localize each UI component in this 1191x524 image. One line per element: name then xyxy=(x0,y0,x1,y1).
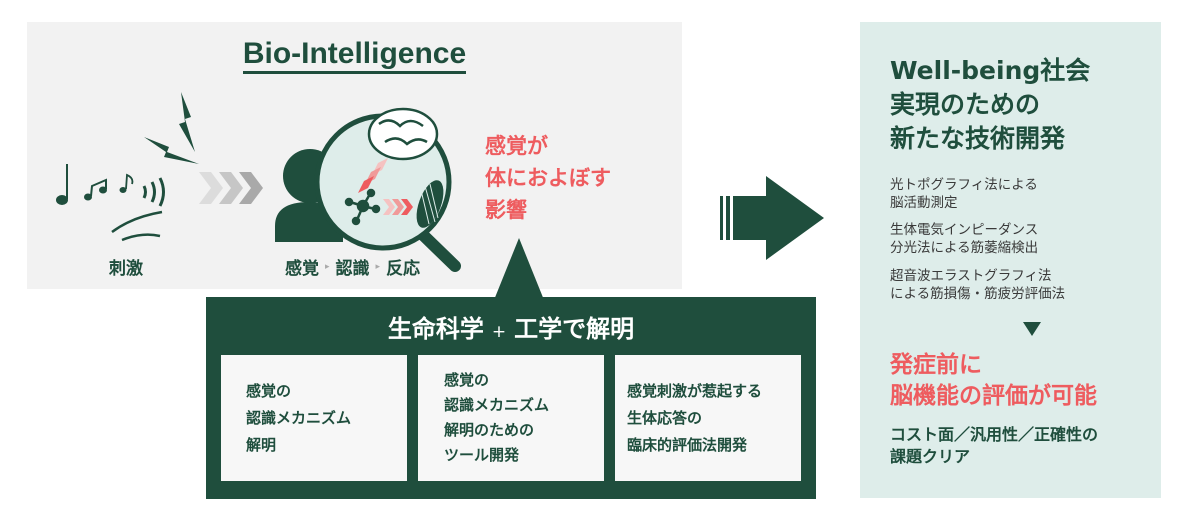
card-line: 感覚刺激が惹起する xyxy=(627,381,763,400)
music-notes-icon xyxy=(56,164,134,205)
card-mechanism: 感覚の 認識メカニズム 解明 xyxy=(221,355,407,481)
effect-line: 感覚が xyxy=(485,134,548,158)
method-item: 光トポグラフィ法による 脳活動測定 xyxy=(890,176,1038,212)
brain-icon xyxy=(367,107,439,161)
method-line: 分光法による筋萎縮検出 xyxy=(890,240,1039,256)
callout-box: 生命科学 + 工学で解明 感覚の 認識メカニズム 解明 感覚の 認識メカニズム 解明… xyxy=(206,297,816,499)
stimulus-label: 刺激 xyxy=(109,259,143,279)
card-line: 解明 xyxy=(246,435,277,454)
title-part: 生命科学 xyxy=(387,315,484,343)
card-line: ツール開発 xyxy=(444,446,520,464)
effect-text: 感覚が 体におよぼす 影響 xyxy=(485,130,611,226)
card-line: 認識メカニズム xyxy=(444,396,550,414)
card-line: 感覚の xyxy=(246,381,292,400)
card-line: 解明のための xyxy=(444,421,535,439)
panel-title: Bio-Intelligence xyxy=(27,36,682,74)
method-item: 超音波エラストグラフィ法 による筋損傷・筋疲労評価法 xyxy=(890,267,1065,303)
stimulus-icon-group xyxy=(56,164,165,242)
magnifier-illustration xyxy=(275,107,461,272)
result-line: 脳機能の評価が可能 xyxy=(890,383,1097,409)
chevron-arrows-icon xyxy=(199,172,263,204)
arrow-right-icon xyxy=(720,176,824,260)
separator-icon: ▸ xyxy=(375,261,381,272)
method-line: 生体電気インピーダンス xyxy=(890,222,1039,238)
clear-line: 課題クリア xyxy=(890,447,971,466)
callout-title: 生命科学 + 工学で解明 xyxy=(206,309,816,344)
clear-text: コスト面／汎用性／正確性の 課題クリア xyxy=(890,424,1098,468)
method-line: 超音波エラストグラフィ法 xyxy=(890,268,1052,284)
effect-line: 影響 xyxy=(485,198,527,222)
process-step-respond: 反応 xyxy=(386,259,421,279)
wellbeing-panel: Well-being社会 実現のための 新たな技術開発 光トポグラフィ法による … xyxy=(860,22,1161,498)
result-line: 発症前に xyxy=(890,352,982,378)
method-line: による筋損傷・筋疲労評価法 xyxy=(890,286,1066,302)
result-text: 発症前に 脳機能の評価が可能 xyxy=(890,350,1097,412)
title-line: 新たな技術開発 xyxy=(890,124,1066,153)
right-chevrons-icon xyxy=(383,199,413,215)
right-panel-title: Well-being社会 実現のための 新たな技術開発 xyxy=(890,54,1090,156)
wind-icon xyxy=(111,210,163,242)
card-tool: 感覚の 認識メカニズム 解明のための ツール開発 xyxy=(418,355,604,481)
down-triangle-icon xyxy=(1023,322,1041,336)
card-line: 認識メカニズム xyxy=(246,408,352,427)
title-text: Bio-Intelligence xyxy=(242,37,467,74)
card-line: 生体応答の xyxy=(627,408,703,427)
sound-wave-icon xyxy=(142,177,165,207)
effect-line: 体におよぼす xyxy=(485,166,611,190)
bio-intelligence-panel: Bio-Intelligence xyxy=(27,22,682,289)
title-line: Well-being社会 xyxy=(890,56,1091,85)
process-step-recognize: 認識 xyxy=(335,259,370,279)
process-step-sense: 感覚 xyxy=(285,259,319,279)
card-line: 臨床的評価法開発 xyxy=(627,435,748,454)
card-clinical: 感覚刺激が惹起する 生体応答の 臨床的評価法開発 xyxy=(615,355,801,481)
method-line: 脳活動測定 xyxy=(890,195,958,211)
lightning-icon xyxy=(144,92,199,164)
callout-pointer xyxy=(494,238,544,300)
title-line: 実現のための xyxy=(890,90,1041,119)
process-flow: 感覚 ▸ 認識 ▸ 反応 xyxy=(285,254,420,279)
plus-sign: + xyxy=(491,322,507,342)
title-part: 工学で解明 xyxy=(514,315,635,343)
separator-icon: ▸ xyxy=(325,261,330,272)
method-item: 生体電気インピーダンス 分光法による筋萎縮検出 xyxy=(890,221,1038,257)
card-line: 感覚の xyxy=(444,371,490,389)
method-line: 光トポグラフィ法による xyxy=(890,177,1038,193)
neuron-icon xyxy=(344,188,381,226)
clear-line: コスト面／汎用性／正確性の xyxy=(890,425,1099,444)
muscle-icon xyxy=(416,180,444,228)
down-chevrons-icon xyxy=(358,158,388,193)
